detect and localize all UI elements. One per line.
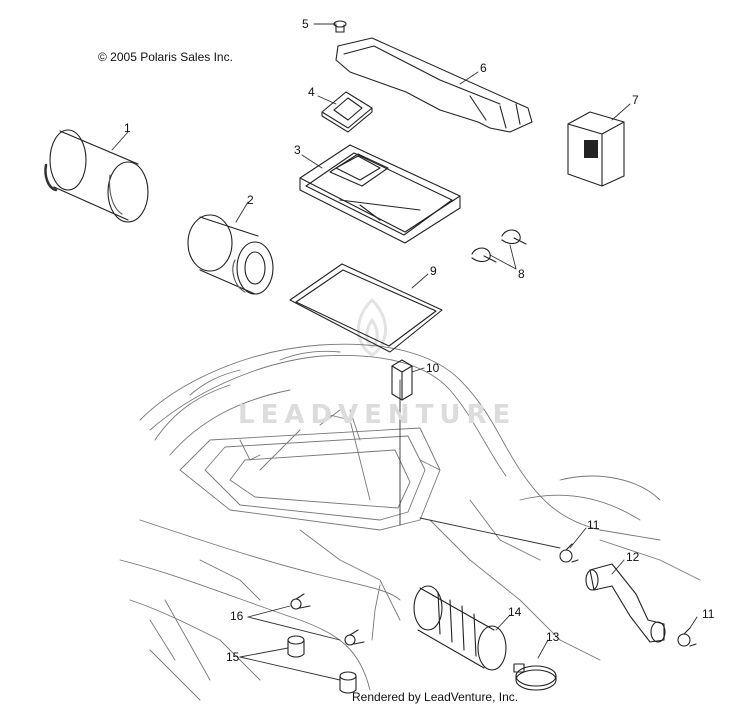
part-8-clips	[471, 229, 527, 263]
part-9-seal	[289, 263, 443, 353]
copyright-text: © 2005 Polaris Sales Inc.	[98, 50, 233, 64]
callout-7: 7	[632, 93, 639, 107]
callout-2: 2	[247, 193, 254, 207]
callout-3: 3	[294, 143, 301, 157]
callout-13: 13	[546, 630, 560, 644]
rendered-by-text: Rendered by LeadVenture, Inc.	[352, 690, 519, 704]
callout-11-b: 11	[702, 607, 715, 621]
leader-lines	[111, 23, 698, 681]
part-4-gasket	[321, 91, 373, 133]
part-13-hose-clamp	[513, 663, 557, 691]
part-11-clamp-a	[559, 543, 579, 563]
callout-16: 16	[230, 609, 244, 623]
callout-5: 5	[302, 17, 309, 31]
callout-12: 12	[626, 550, 640, 564]
part-11-clamp-b	[677, 627, 697, 647]
part-12-hose	[585, 563, 666, 643]
callout-9: 9	[430, 264, 437, 278]
part-10-block	[391, 359, 413, 401]
part-16-clips	[290, 593, 365, 646]
callout-4: 4	[308, 85, 315, 99]
callout-1: 1	[124, 121, 131, 135]
watermark-text: LEADVENTURE	[238, 400, 517, 430]
callout-6: 6	[480, 61, 487, 75]
watermark-logo	[357, 298, 387, 357]
part-1-outer-filter	[44, 129, 149, 223]
callout-15: 15	[226, 650, 240, 664]
callout-8: 8	[518, 267, 525, 281]
vehicle-body	[119, 343, 701, 701]
part-15-caps	[287, 635, 357, 694]
part-14-intake-boot	[413, 585, 507, 671]
part-6-intake-duct	[335, 37, 533, 133]
part-2-inner-filter	[187, 214, 274, 295]
callout-14: 14	[508, 605, 522, 619]
part-5-screw	[333, 20, 347, 33]
part-7-foam-block	[567, 111, 625, 187]
callout-10: 10	[426, 361, 440, 375]
callout-11-a: 11	[587, 518, 600, 532]
part-3-airbox-frame	[299, 144, 461, 244]
